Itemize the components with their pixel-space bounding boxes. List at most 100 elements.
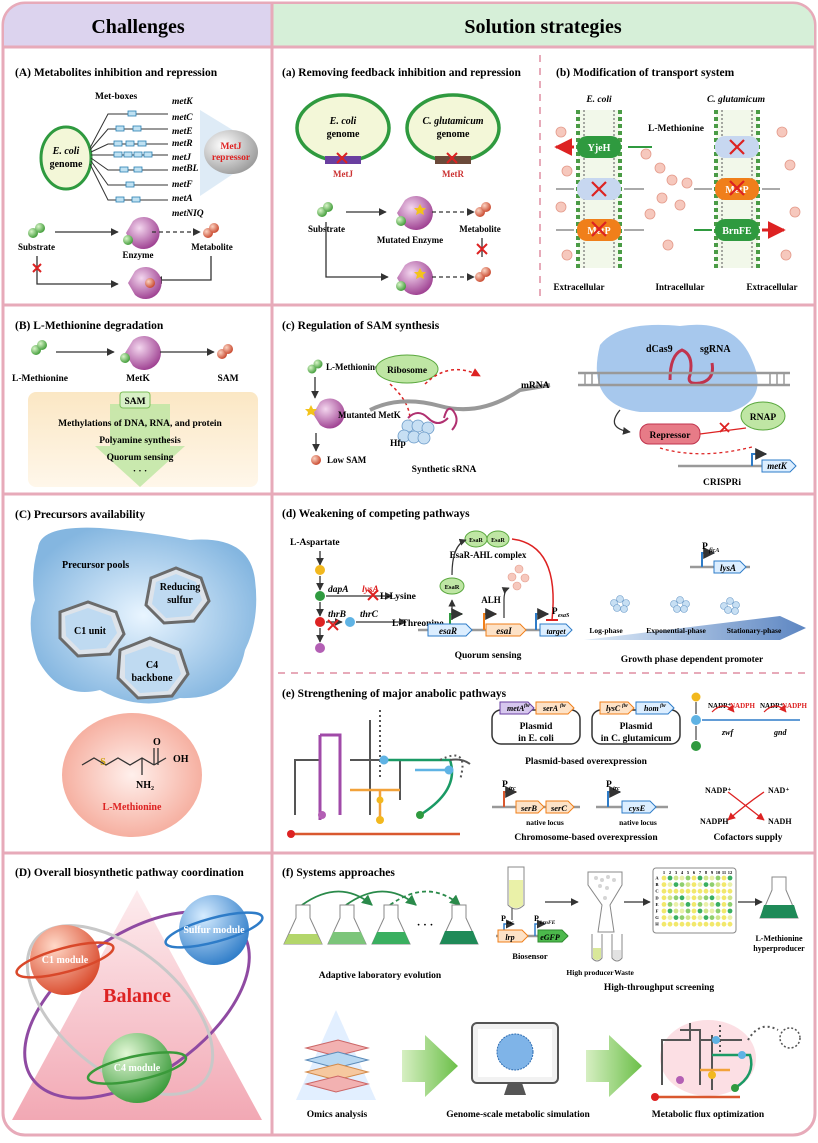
plate-well <box>661 908 667 914</box>
c-srna: Synthetic sRNA <box>412 465 477 475</box>
f-hyper-1: L-Methionine <box>755 934 803 943</box>
plate-well <box>715 908 721 914</box>
D-balance: Balance <box>103 985 171 1007</box>
panel-f: (f) Systems approaches · · · Adaptive la… <box>282 866 805 1120</box>
plate-well <box>727 875 733 881</box>
plate-well <box>661 921 667 927</box>
plate-row-label: C <box>655 889 658 894</box>
c-lmet: L-Methionine <box>326 362 379 372</box>
d-thrb: thrB <box>328 610 346 620</box>
f-biosensor: Biosensor <box>512 951 548 961</box>
e-serafbr-sup: fbr <box>560 704 566 709</box>
plate-well <box>661 882 667 887</box>
enzyme-icon <box>123 217 160 249</box>
f-flux: Metabolic flux optimization <box>652 1110 765 1120</box>
a-substrate: Substrate <box>18 242 55 252</box>
plate-well <box>661 895 667 901</box>
plate-row-label: E <box>655 902 658 907</box>
sulfur-module <box>179 895 249 965</box>
plate-row-label: G <box>655 915 659 920</box>
plate-well <box>709 882 715 887</box>
c1-module <box>30 925 100 995</box>
f-plac-sub: lac <box>507 920 514 926</box>
cell-clusters <box>610 595 740 615</box>
b-lmet: L-Methionine <box>648 124 704 134</box>
c1-pool <box>58 600 126 658</box>
plate-well <box>685 908 691 914</box>
e-native2: native locus <box>619 818 657 827</box>
plate-well <box>727 882 733 887</box>
balance-triangle <box>12 890 262 1120</box>
brnfe-label: BrnFE <box>722 226 752 237</box>
genome-label-2: genome <box>50 159 83 170</box>
e-nadph2: NADPH <box>782 702 807 710</box>
e-cof-nadph: NADPH <box>700 817 729 826</box>
metj-gene: MetJ <box>333 169 353 179</box>
plate-well <box>685 888 691 894</box>
D-c4: C4 module <box>114 1063 161 1074</box>
cglut-genome-a <box>405 93 501 163</box>
challenges-header-bg <box>4 4 272 47</box>
d-phase-stat: Stationary-phase <box>727 626 782 635</box>
panel-e-title: (e) Strengthening of major anabolic path… <box>282 688 507 700</box>
c-hfp: Hfp <box>390 439 406 449</box>
ecoli-genome-a <box>295 93 391 163</box>
plate-well <box>691 895 697 901</box>
plate-well <box>703 915 709 920</box>
C-o: O <box>153 737 161 748</box>
panel-a: (a) Removing feedback inhibition and rep… <box>282 67 521 295</box>
plate-well <box>673 915 679 920</box>
f-ale: Adaptive laboratory evolution <box>319 971 442 981</box>
c-lowsam: Low SAM <box>327 455 367 465</box>
effect-quorum: Quorum sensing <box>107 453 174 463</box>
d-lys: L-Lysine <box>380 592 416 602</box>
brnfe-transporter <box>715 219 759 241</box>
plate-well <box>667 888 673 894</box>
a-ecoli-genome-label: E. coli <box>329 116 357 127</box>
rnap <box>740 401 786 431</box>
d-phase-log: Log-phase <box>589 626 623 635</box>
d-lysa-gene: lysA <box>720 563 736 573</box>
omics-layers <box>304 1039 370 1093</box>
c-metk: metK <box>767 461 787 471</box>
c-ribosome: Ribosome <box>387 366 427 376</box>
e-plasmid-label: Plasmid-based overexpression <box>525 757 648 767</box>
c-repressor: Repressor <box>650 431 692 441</box>
e-plasmid-ecoli-2: in E. coli <box>518 734 554 744</box>
plate-well <box>661 888 667 894</box>
plate-well <box>691 875 697 881</box>
b-extracellular-left: Extracellular <box>554 282 605 292</box>
plate-well <box>667 915 673 920</box>
svg-text:EsaR: EsaR <box>491 538 505 544</box>
d-pfic: P <box>702 542 708 552</box>
plate-well <box>661 915 667 920</box>
panel-e: (e) Strengthening of major anabolic path… <box>282 688 807 843</box>
f-gsm: Genome-scale metabolic simulation <box>446 1110 590 1120</box>
panel-a-title: (a) Removing feedback inhibition and rep… <box>282 67 521 79</box>
e-plasmid-cglut-1: Plasmid <box>620 722 653 732</box>
d-dapa: dapA <box>328 585 349 595</box>
metboxes-label: Met-boxes <box>95 92 138 102</box>
ecoli-genome <box>39 125 93 191</box>
e-nadp2: NADP⁺ <box>760 702 783 710</box>
plate-row-label: A <box>655 876 659 881</box>
gene-metniq: metNIQ <box>172 209 204 219</box>
plate-col-label: 6 <box>693 870 696 875</box>
plate-well <box>661 875 667 881</box>
plate-well <box>685 915 691 920</box>
d-asp: L-Aspartate <box>290 538 340 548</box>
lmet-bubble <box>62 713 202 837</box>
plate-well <box>703 882 709 887</box>
sam-box <box>119 391 151 409</box>
plate-col-label: 2 <box>669 870 672 875</box>
C-s: S <box>100 757 106 768</box>
e-nadp1: NADP⁺ <box>708 702 731 710</box>
d-pesas: P <box>552 606 558 616</box>
a-cglut-genome-label2: genome <box>437 129 470 140</box>
D-sulfur: Sulfur module <box>183 925 245 936</box>
panel-b: (b) Modification of transport system E. … <box>554 67 801 292</box>
f-pbrn: P <box>534 914 539 923</box>
e-serafbr: serA <box>542 704 559 713</box>
plate-well <box>721 921 727 927</box>
gene-metc: metC <box>172 113 193 123</box>
